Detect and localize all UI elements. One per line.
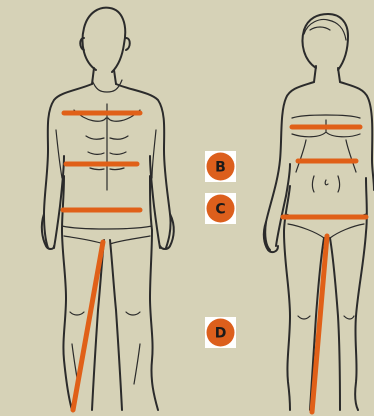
badge-c: C xyxy=(205,193,236,224)
badge-b: B xyxy=(205,151,236,182)
badge-c-label: C xyxy=(215,202,225,218)
badge-d: D xyxy=(205,317,236,348)
badge-b-label: B xyxy=(215,160,226,176)
badge-d-label: D xyxy=(215,326,227,342)
